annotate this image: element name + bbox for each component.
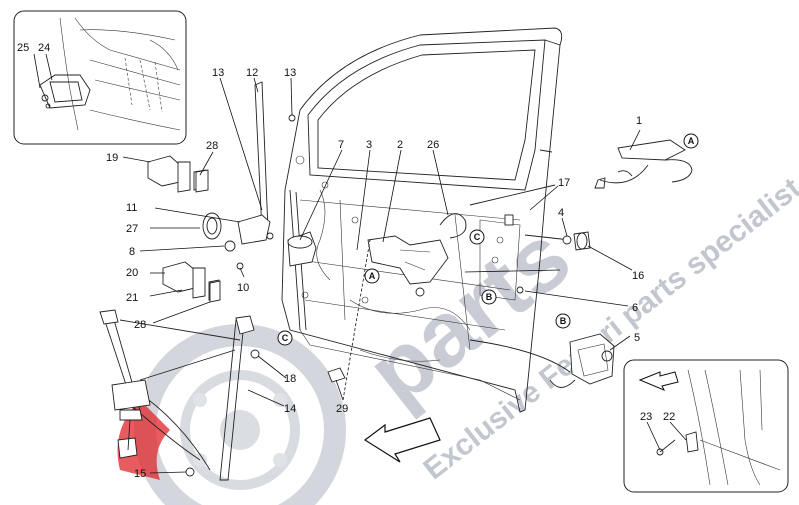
callout-15: 15 — [134, 468, 146, 480]
part-window-channel — [254, 81, 296, 233]
callout-11: 11 — [126, 202, 137, 214]
part-outer-handle — [594, 139, 693, 189]
ref-a-handle: A — [688, 136, 695, 146]
callout-27: 27 — [126, 223, 138, 235]
callout-26: 26 — [427, 139, 439, 151]
callout-18: 18 — [284, 373, 296, 385]
callout-13-right: 13 — [284, 67, 296, 79]
inset-trim-panel — [13, 10, 187, 145]
part-clip — [327, 367, 346, 383]
part-lock-actuator — [287, 231, 317, 267]
callout-28-lower: 28 — [134, 319, 146, 331]
callout-29: 29 — [336, 403, 348, 415]
callout-12: 12 — [246, 67, 258, 79]
part-release-cable — [439, 213, 467, 239]
part-window-regulator — [99, 309, 260, 481]
callout-labels: 1 2 3 4 5 6 7 8 10 11 12 13 13 14 15 16 … — [17, 42, 675, 480]
part-brackets-28 — [195, 169, 221, 303]
door-shell — [281, 27, 563, 413]
callout-25: 25 — [17, 42, 29, 54]
direction-arrow-icon — [363, 417, 441, 463]
callout-28-upper: 28 — [206, 140, 218, 152]
callout-10: 10 — [237, 282, 249, 294]
callout-7: 7 — [338, 139, 344, 151]
callout-13-left: 13 — [212, 67, 224, 79]
leader-lines — [33, 53, 687, 474]
callout-22: 22 — [663, 411, 675, 423]
part-door-lock — [367, 235, 449, 297]
ref-c-door: C — [474, 232, 481, 242]
callout-14: 14 — [284, 403, 296, 415]
part-window-motor — [469, 333, 615, 388]
callout-5: 5 — [634, 332, 640, 344]
part-link-rod — [469, 184, 556, 226]
callout-19: 19 — [106, 152, 118, 164]
part-grommet — [202, 212, 274, 245]
part-fasteners — [224, 240, 244, 270]
callout-17: 17 — [558, 177, 570, 189]
ref-c-regulator: C — [282, 333, 289, 343]
callout-1: 1 — [636, 115, 642, 127]
ref-a-lock: A — [369, 271, 376, 281]
callout-6: 6 — [632, 302, 638, 314]
ref-b-motor: B — [560, 316, 567, 326]
reference-letters: A A B B C C — [282, 136, 695, 343]
callout-8: 8 — [129, 246, 135, 258]
part-screw — [516, 286, 524, 294]
callout-24: 24 — [38, 42, 50, 54]
inset-door-lower — [623, 359, 789, 493]
callout-2: 2 — [397, 139, 403, 151]
callout-4: 4 — [558, 207, 564, 219]
callout-3: 3 — [366, 139, 372, 151]
callout-20: 20 — [126, 267, 138, 279]
callout-21: 21 — [126, 292, 138, 304]
callout-16: 16 — [632, 270, 644, 282]
reference-markers — [277, 133, 699, 346]
ref-b-door: B — [486, 292, 493, 302]
callout-23: 23 — [640, 411, 652, 423]
